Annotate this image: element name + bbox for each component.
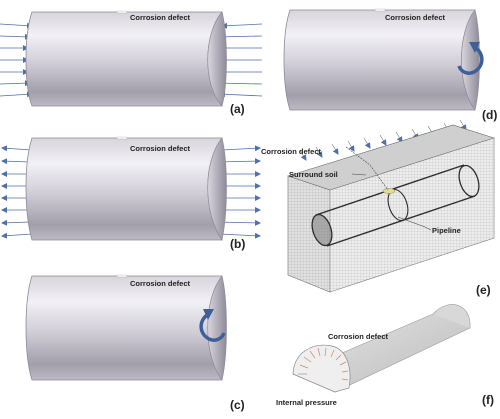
- corrosion-defect-marker: [116, 136, 128, 140]
- defect-label: Corrosion defect: [261, 147, 322, 156]
- panel-c: Corrosion defect (c): [25, 274, 245, 412]
- panel-label: (f): [482, 393, 494, 407]
- panel-label: (e): [476, 283, 491, 297]
- pipe-body: [25, 137, 223, 241]
- corrosion-defect-marker: [116, 274, 128, 278]
- corrosion-defect-marker: [116, 10, 128, 14]
- defect-label: Corrosion defect: [385, 13, 446, 22]
- rotation-arrow-icon: [199, 309, 226, 342]
- pressure-label: Internal pressure: [276, 398, 337, 407]
- panel-b: Corrosion defect (b): [1, 136, 261, 251]
- callout-leaders: [345, 146, 432, 231]
- defect-label: Corrosion defect: [130, 279, 191, 288]
- panel-f: Corrosion defect Internal pressure (f): [276, 304, 494, 407]
- defect-label: Corrosion defect: [130, 144, 191, 153]
- pipeline-label: Pipeline: [432, 226, 461, 235]
- pressure-arrows-icon: [298, 347, 349, 381]
- soil-label: Surround soil: [289, 170, 338, 179]
- panel-a: Corrosion defect (a): [0, 10, 263, 116]
- rotation-arrow-icon: [457, 42, 484, 75]
- defect-label: Corrosion defect: [328, 332, 389, 341]
- panel-label: (d): [482, 108, 497, 122]
- panel-label: (c): [230, 398, 245, 412]
- pipe-body: [25, 275, 223, 381]
- soil-box-side: [329, 137, 495, 293]
- corrosion-defect-marker: [374, 8, 386, 12]
- pipe-body: [25, 11, 223, 107]
- corrosion-defect-marker: [382, 188, 396, 194]
- panel-label: (a): [230, 102, 245, 116]
- panel-label: (b): [230, 237, 245, 251]
- defect-label: Corrosion defect: [130, 13, 191, 22]
- panel-e: Corrosion defect Surround soil Pipeline …: [261, 119, 495, 297]
- pipe-body: [283, 9, 476, 111]
- load-arrows-icon: [299, 119, 467, 161]
- panel-d: Corrosion defect (d): [283, 8, 497, 122]
